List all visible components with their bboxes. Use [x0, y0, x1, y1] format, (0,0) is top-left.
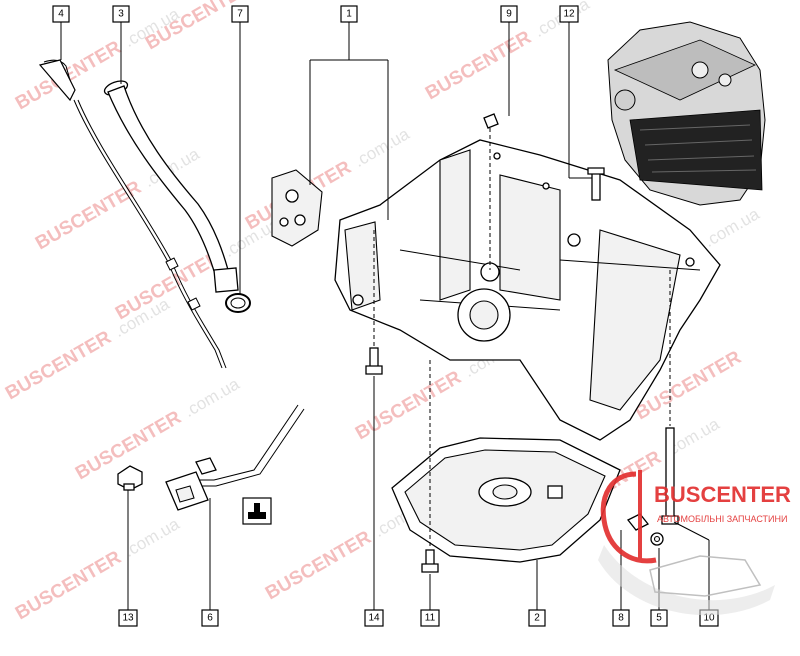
washer-part-5 [650, 532, 664, 546]
callout-12: 12 [559, 5, 579, 23]
watermark-brand: BUSCENTER [262, 527, 375, 604]
engine-assembly-thumbnail [607, 21, 766, 206]
callout-13: 13 [118, 609, 138, 627]
callout-7: 7 [231, 5, 249, 23]
callout-7-text: 7 [237, 9, 243, 20]
bolt-part-14 [365, 347, 383, 375]
watermark-domain: .com.ua [121, 514, 183, 561]
callout-5-text: 5 [656, 613, 662, 624]
watermark-brand: BUSCENTER [352, 367, 465, 444]
watermark-brand: BUSCENTER [12, 547, 125, 624]
callout-4-text: 4 [58, 9, 64, 20]
callout-9-text: 9 [506, 9, 512, 20]
oil-level-sensor-part [165, 404, 305, 511]
callout-2: 2 [528, 609, 546, 627]
callout-1-text: 1 [346, 9, 352, 20]
drain-plug-part [117, 465, 143, 491]
o-ring-part [225, 293, 251, 313]
callout-14: 14 [364, 609, 384, 627]
callout-2-text: 2 [534, 613, 540, 624]
leader-lines [60, 22, 710, 610]
callout-6: 6 [201, 609, 219, 627]
cover-bracket-part [271, 169, 323, 247]
watermark-brand: BUSCENTER [32, 177, 145, 254]
callout-4: 4 [52, 5, 70, 23]
oil-pan-upper-part [334, 139, 721, 441]
callout-14-text: 14 [368, 613, 380, 624]
callout-13-text: 13 [122, 613, 134, 624]
watermark-brand: BUSCENTER [2, 327, 115, 404]
callout-labels: 4 3 7 1 9 12 13 6 14 11 2 8 5 10 [52, 5, 719, 627]
callout-8-text: 8 [618, 613, 624, 624]
tool-note-icon [242, 497, 272, 525]
callout-6-text: 6 [207, 613, 213, 624]
logo-tagline: АВТОМОБІЛЬНІ ЗАПЧАСТИНИ [657, 514, 787, 524]
watermark-domain: .com.ua [701, 204, 763, 251]
watermark-domain: .com.ua [351, 124, 413, 171]
callout-1: 1 [340, 5, 358, 23]
callout-5: 5 [650, 609, 668, 627]
plug-part [483, 113, 499, 129]
logo-brand: BUSCENTER [654, 482, 791, 507]
callout-8: 8 [612, 609, 630, 627]
dipstick-part [38, 59, 227, 369]
callout-11: 11 [420, 609, 440, 627]
callout-12-text: 12 [563, 9, 575, 20]
callout-3-text: 3 [118, 9, 124, 20]
watermark-domain: .com.ua [181, 374, 243, 421]
dipstick-guide-tube-part [103, 80, 239, 293]
oil-pan-lower-part [391, 437, 621, 563]
bolt-part-11 [421, 549, 439, 573]
callout-11-text: 11 [425, 613, 436, 624]
callout-10-text: 10 [703, 613, 715, 624]
callout-3: 3 [112, 5, 130, 23]
callout-9: 9 [500, 5, 518, 23]
buscenter-logo: BUSCENTER АВТОМОБІЛЬНІ ЗАПЧАСТИНИ [598, 470, 791, 616]
bolt-part [587, 167, 605, 201]
watermark-brand: BUSCENTER [422, 27, 535, 104]
